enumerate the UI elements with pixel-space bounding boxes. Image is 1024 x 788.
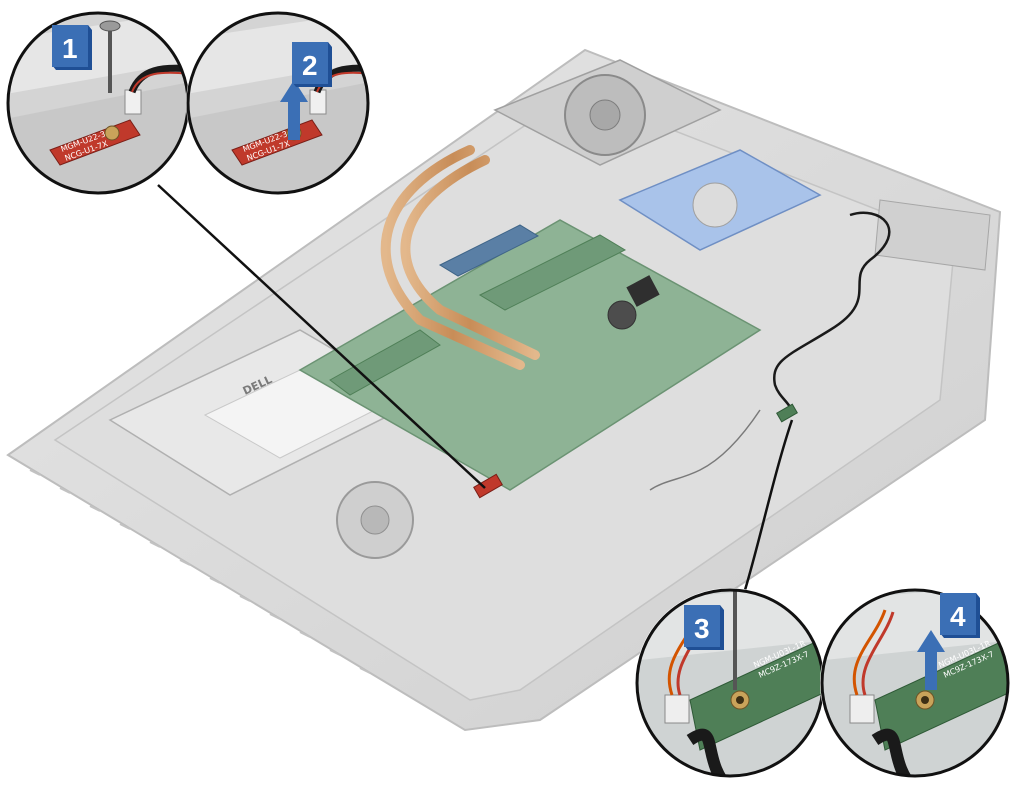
power-button-board-green: [776, 403, 798, 423]
memory-module: [478, 234, 627, 311]
heatpipe: [380, 145, 540, 370]
power-button-cable-2: [649, 409, 761, 491]
power-button-board: [473, 473, 503, 499]
power-button-cable: [773, 211, 891, 416]
step-badge-3: 3: [684, 605, 724, 650]
step-badge-4: 4: [940, 593, 980, 638]
arrow-up-icon-2: [917, 630, 945, 690]
zoom-view-3: NGM-U03L-1R MC9Z-173X-7 3: [635, 588, 825, 778]
arrow-up-icon: [280, 80, 308, 140]
step-number-4: 4: [950, 601, 966, 632]
ssd-module: [438, 224, 540, 277]
memory-module-2: [329, 329, 441, 396]
zoom-view-1: MGM-U22-34 NCG-U1-7X 1: [6, 11, 190, 195]
zoom-view-2: MGM-U22-34 NCG-U1-7X 2: [186, 11, 370, 195]
zoom-view-4: NGM-U03L-1R MC9Z-173X-7 4: [820, 588, 1010, 778]
bezel-vents: [29, 469, 371, 674]
callout-lines: [157, 184, 794, 591]
step-number-3: 3: [694, 613, 710, 644]
io-bracket: [874, 199, 991, 271]
step-number-2: 2: [302, 50, 318, 81]
callout-line-top: [157, 184, 486, 489]
step-badge-1: 1: [52, 25, 92, 70]
screw-icon: [99, 20, 121, 93]
step-number-1: 1: [62, 33, 78, 64]
screw-icon-2: [723, 590, 747, 690]
step-badge-2: 2: [292, 42, 332, 87]
cpu-chip: [626, 275, 660, 307]
callout-line-bottom: [743, 419, 794, 591]
coin-battery: [607, 300, 637, 330]
